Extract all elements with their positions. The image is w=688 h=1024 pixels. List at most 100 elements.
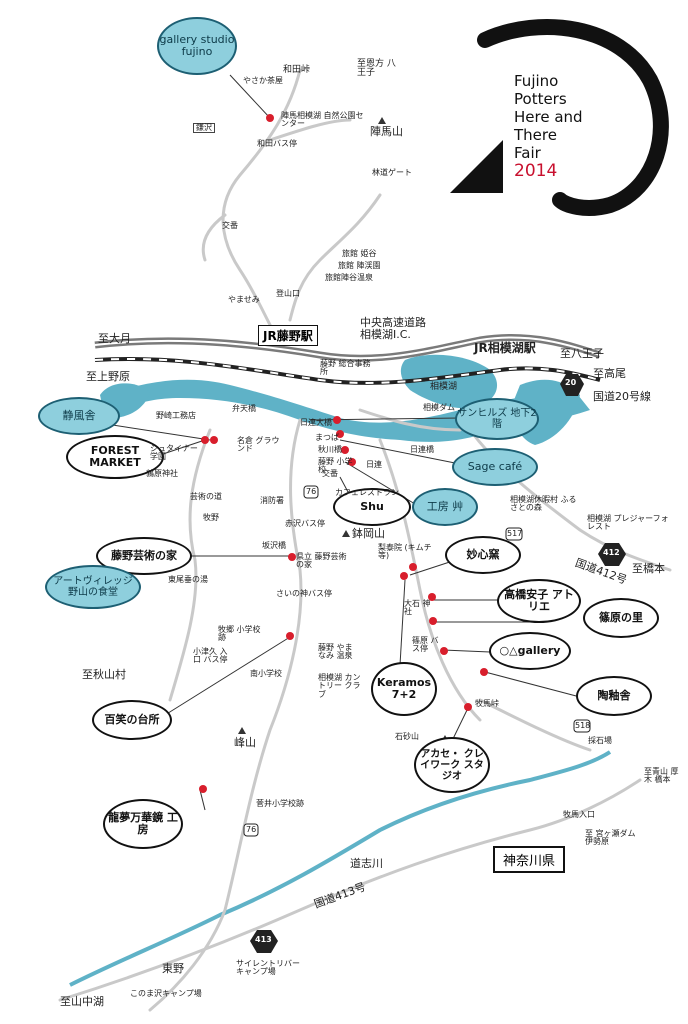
label-nosawa: 野崎工務店 — [156, 411, 196, 420]
label-kenritsu: 県立 藤野芸術の家 — [296, 552, 347, 570]
dot-tougyoku — [480, 668, 488, 676]
label-to-yamanakako: 至山中湖 — [60, 995, 104, 1008]
label-pleasure-forest: 相模湖 プレジャーフォレスト — [587, 514, 669, 532]
label-hiyoshi: 日連 — [366, 460, 382, 469]
label-shoubou: 消防署 — [260, 496, 284, 505]
venue-shinohara-no-sato[interactable]: 篠原の里 — [583, 598, 659, 638]
label-sagamiko: 相模湖 — [430, 382, 458, 392]
venue-sunhills[interactable]: サンヒルズ 地下2階 — [455, 398, 539, 440]
label-sagami-dam: 相模ダム — [423, 403, 455, 412]
venue-dots — [199, 114, 488, 793]
label-fujino-office: 藤野 総合事務所 — [320, 359, 371, 377]
label-minami-school: 南小学校 — [250, 669, 282, 678]
title-line-3: Here and — [514, 108, 583, 126]
leader-lines — [79, 74, 581, 811]
label-rest-forest: 相模湖休暇村 ふるさとの森 — [510, 495, 577, 513]
label-nikkatsu-bridge: 日連大橋 — [300, 418, 332, 427]
route-76a-box — [303, 485, 319, 499]
label-to-aoyama: 至青山 厚木 橋本 — [644, 767, 679, 785]
label-ishizunayama: 石砂山 — [395, 732, 419, 741]
label-hinata: 日連橋 — [410, 445, 434, 454]
venue-ogallery[interactable]: ○△gallery — [489, 632, 571, 670]
label-saisekiba: 採石場 — [588, 736, 612, 745]
venue-koubou-kan[interactable]: 工房 艸 — [412, 488, 478, 526]
venue-gallery-studio-fujino[interactable]: gallery studio fujino — [157, 17, 237, 75]
dot-fujino-art — [288, 553, 296, 561]
route-517-number: 517 — [507, 529, 523, 538]
label-shinohara-bus: 篠原 バス停 — [412, 636, 439, 654]
title-line-1: Fujino — [514, 72, 559, 90]
wada-road — [221, 68, 302, 352]
route-518-number: 518 — [575, 721, 591, 730]
route-412-shield — [598, 543, 626, 566]
venue-akase-claywork[interactable]: アカセ・ クレイワーク スタジオ — [414, 737, 490, 793]
dot-takahashi — [428, 593, 436, 601]
route-20-number: 20 — [565, 378, 577, 387]
dot-akase — [464, 703, 472, 711]
station-jr-sagamiko[interactable]: JR相模湖駅 — [474, 341, 536, 355]
venue-tougyokusha[interactable]: 陶釉舎 — [576, 676, 652, 716]
label-hamazawa: 鎌沢 — [193, 123, 215, 134]
label-tozanguchi: 登山口 — [276, 289, 300, 298]
road-layer — [58, 68, 672, 1012]
venue-sage-cafe[interactable]: Sage café — [452, 448, 538, 486]
route-76b-box — [243, 823, 259, 837]
venue-takahashi-atelier[interactable]: 高橋安子 アトリエ — [497, 579, 581, 623]
dot-keramos — [400, 572, 408, 580]
title-year: 2014 — [514, 161, 558, 181]
label-to-onkata: 至恩方 八王子 — [357, 59, 396, 79]
label-yasaka: やさか茶屋 — [243, 76, 283, 85]
route-413-shield — [250, 930, 278, 953]
venue-art-village[interactable]: アートヴィレッジ 野山の食堂 — [45, 565, 141, 609]
label-akazawa: 赤沢バス停 — [285, 519, 325, 528]
label-cafe-restaurant: カフェレストラン — [335, 488, 399, 497]
label-to-hachioji: 至八王子 — [560, 347, 604, 360]
label-oishi: 大石 神社 — [404, 599, 431, 617]
north-shore-road — [358, 408, 462, 432]
title-line-5: Fair — [514, 144, 541, 162]
chuo-expressway-inner — [94, 336, 601, 360]
label-to-akiyama: 至秋山村 — [82, 668, 126, 681]
venue-seifuusha[interactable]: 静風舎 — [38, 397, 120, 435]
dot-ogallery — [440, 647, 448, 655]
doshi-river — [69, 750, 612, 987]
label-sainokami: さいの神バス停 — [276, 589, 332, 598]
venue-keramos[interactable]: Keramos 7+2 — [371, 662, 437, 716]
label-to-takao: 至高尾 — [593, 367, 626, 380]
label-hachioka: 鉢岡山 — [352, 527, 385, 540]
mountain-jinba — [378, 117, 386, 124]
dot-shinohara — [429, 617, 437, 625]
dot-gallery-studio — [266, 114, 274, 122]
jr-railway-dash — [94, 358, 601, 384]
label-tenninnoyu: 東尾垂の湯 — [168, 575, 208, 584]
jinba-road — [268, 118, 352, 142]
route-413-number: 413 — [255, 935, 272, 944]
prefecture-label: 神奈川県 — [493, 846, 566, 873]
label-ryokan-1: 旅館 姫谷 — [342, 249, 377, 258]
label-silent-river: サイレントリバー キャンプ場 — [236, 959, 300, 977]
title-line-2: Potters — [514, 90, 567, 108]
label-benten: 弁天橋 — [232, 404, 256, 413]
route-shields — [243, 374, 626, 953]
label-steiner: シュタイナー 学園 — [150, 444, 198, 462]
label-jinbasan: 陣馬山 — [370, 125, 403, 138]
sagami-lake — [400, 354, 498, 409]
label-sakazawa: 坂沢橋 — [262, 541, 286, 550]
label-makuma-entrance: 牧馬入口 — [563, 810, 595, 819]
venue-shu[interactable]: Shu — [333, 488, 411, 526]
venue-myoshingama[interactable]: 妙心窯 — [445, 536, 521, 574]
label-ryokan-3: 旅館陣谷温泉 — [325, 273, 373, 282]
route-518-box — [573, 719, 591, 733]
label-wada-pass: 和田峠 — [283, 65, 311, 75]
west-road — [168, 428, 212, 702]
venue-ryumu-kaleidoscope[interactable]: 龍夢万華鏡 工房 — [103, 799, 183, 849]
venue-hyakuwarai[interactable]: 百笑の台所 — [92, 700, 172, 740]
route-412-number: 412 — [603, 548, 620, 557]
venue-forest-market[interactable]: FOREST MARKET — [66, 435, 164, 479]
label-akigawa: 秋川橋 — [318, 445, 342, 454]
station-jr-fujino[interactable]: JR藤野駅 — [258, 325, 318, 346]
label-shrine: 鶉原神社 — [146, 469, 178, 478]
dot-forest-market — [210, 436, 218, 444]
route-517-box — [505, 527, 523, 541]
route412-road — [378, 438, 482, 722]
